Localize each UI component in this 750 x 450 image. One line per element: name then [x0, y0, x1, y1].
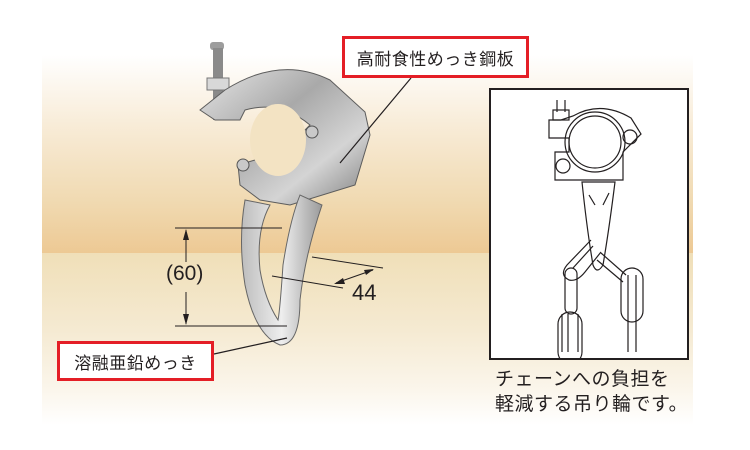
callout-corrosion-resistant-steel: 高耐食性めっき鋼板 — [342, 36, 529, 78]
dimension-height-label: (60) — [166, 262, 204, 285]
chain-line-drawing — [548, 100, 644, 365]
dimension-width-label: 44 — [352, 280, 377, 305]
callout-bottom-text: 溶融亜鉛めっき — [74, 353, 197, 374]
caption-line-2: 軽減する吊り輪です。 — [495, 393, 689, 415]
callout-top-text: 高耐食性めっき鋼板 — [356, 49, 515, 70]
bolt — [206, 42, 230, 120]
caption: チェーンへの負担を 軽減する吊り輪です。 — [495, 367, 688, 417]
chain-usage-diagram — [489, 88, 689, 365]
callout-hot-dip-galvanized: 溶融亜鉛めっき — [57, 341, 214, 381]
caption-line-1: チェーンへの負担を — [495, 368, 670, 390]
